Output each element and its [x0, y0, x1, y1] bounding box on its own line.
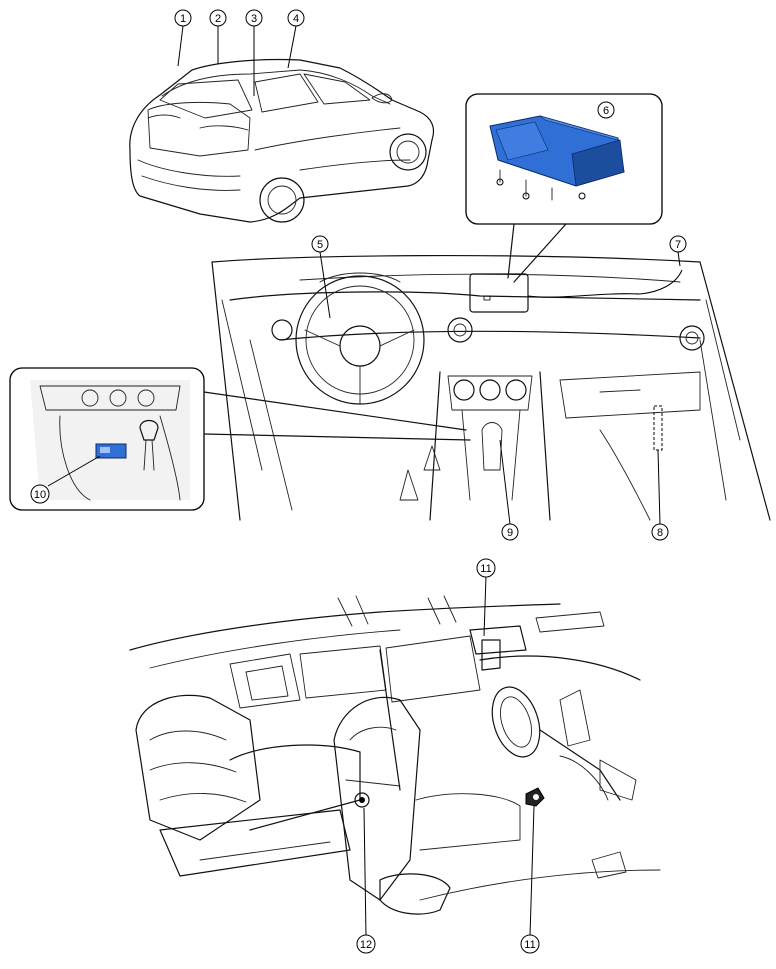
- callout-4: 4: [287, 9, 305, 27]
- svg-text:11: 11: [524, 939, 535, 951]
- callout-9: 9: [501, 523, 519, 541]
- svg-text:5: 5: [317, 239, 323, 251]
- cabin-interior-view: [129, 595, 661, 915]
- callout-11-top: 11: [476, 558, 496, 578]
- svg-text:2: 2: [215, 13, 221, 25]
- svg-text:12: 12: [360, 939, 372, 951]
- callout-8: 8: [651, 523, 669, 541]
- dashboard-view: [211, 254, 771, 521]
- callout-7: 7: [669, 235, 687, 253]
- svg-text:8: 8: [657, 527, 663, 539]
- callout-1: 1: [174, 9, 192, 27]
- svg-text:9: 9: [507, 527, 513, 539]
- vehicle-exterior-view: [129, 58, 435, 223]
- svg-text:6: 6: [603, 105, 609, 117]
- leader-lines: [47, 25, 681, 937]
- svg-text:1: 1: [180, 13, 186, 25]
- callout-11-bottom: 11: [520, 934, 540, 954]
- svg-text:11: 11: [480, 563, 491, 575]
- callout-12: 12: [356, 934, 376, 954]
- callout-3: 3: [245, 9, 263, 27]
- callout-6: 6: [597, 101, 615, 119]
- callout-10: 10: [30, 484, 50, 504]
- callout-2: 2: [209, 9, 227, 27]
- svg-text:3: 3: [251, 13, 257, 25]
- callout-5: 5: [311, 235, 329, 253]
- svg-text:7: 7: [675, 239, 681, 251]
- svg-text:10: 10: [34, 489, 46, 501]
- svg-text:4: 4: [293, 13, 299, 25]
- console-inset: [9, 367, 471, 511]
- module-inset: [465, 93, 663, 283]
